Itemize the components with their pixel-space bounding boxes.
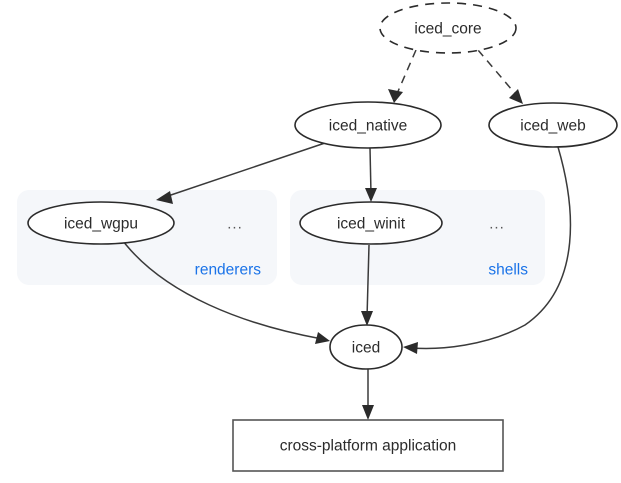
edge-core-to-web-line	[477, 49, 519, 98]
edge-core-to-web	[477, 49, 523, 104]
edge-web-to-iced-line	[411, 146, 572, 350]
edge-native-to-wgpu-line	[164, 142, 326, 198]
edge-native-to-winit	[365, 147, 377, 202]
edge-core-to-native-line	[395, 49, 417, 97]
node-iced-winit[interactable]: iced_winit	[299, 201, 443, 245]
node-iced-winit-shape[interactable]	[299, 201, 443, 245]
node-iced-wgpu-label: iced_wgpu	[64, 216, 138, 233]
edge-wgpu-to-iced	[122, 240, 330, 344]
node-iced[interactable]: iced	[329, 324, 403, 370]
node-iced-web[interactable]: iced_web	[488, 102, 618, 148]
edge-web-to-iced	[403, 146, 572, 354]
edge-wgpu-to-iced-line	[122, 240, 323, 340]
edge-winit-to-iced-arrowhead	[361, 311, 373, 326]
node-cross-platform-application[interactable]: cross-platform application	[232, 419, 504, 472]
renderers-more-ellipsis: ...	[227, 216, 243, 233]
edge-core-to-native	[388, 49, 417, 103]
node-iced-core[interactable]: iced_core	[379, 2, 517, 54]
group-renderers-label: renderers	[195, 262, 262, 279]
node-iced-native[interactable]: iced_native	[294, 101, 442, 149]
node-iced-core-shape[interactable]	[379, 2, 517, 54]
node-iced-shape[interactable]	[329, 324, 403, 370]
edge-iced-to-app-arrowhead	[362, 405, 374, 420]
edge-iced-to-app	[362, 369, 374, 420]
edge-web-to-iced-arrowhead	[403, 342, 418, 354]
node-iced-winit-label: iced_winit	[337, 216, 406, 233]
edge-core-to-web-arrowhead	[509, 89, 523, 104]
edge-winit-to-iced-line	[366, 244, 370, 319]
node-cross-platform-application-shape[interactable]	[232, 419, 504, 472]
node-iced-label: iced	[352, 340, 380, 357]
node-iced-wgpu-shape[interactable]	[27, 201, 175, 245]
node-iced-web-label: iced_web	[520, 118, 586, 135]
node-iced-core-label: iced_core	[414, 21, 481, 38]
node-iced-web-shape[interactable]	[488, 102, 618, 148]
node-iced-native-label: iced_native	[329, 118, 407, 135]
node-iced-wgpu[interactable]: iced_wgpu	[27, 201, 175, 245]
edge-wgpu-to-iced-arrowhead	[315, 332, 330, 344]
edge-native-to-winit-line	[369, 147, 372, 195]
group-shells-label: shells	[488, 262, 528, 279]
edge-native-to-wgpu-arrowhead	[156, 191, 173, 204]
node-iced-native-shape[interactable]	[294, 101, 442, 149]
node-cross-platform-application-label: cross-platform application	[280, 438, 457, 455]
shells-more-ellipsis: ...	[489, 216, 505, 233]
edge-native-to-wgpu	[156, 142, 326, 204]
edge-winit-to-iced	[361, 244, 373, 326]
edge-core-to-native-arrowhead	[388, 89, 403, 103]
edge-native-to-winit-arrowhead	[365, 188, 377, 202]
